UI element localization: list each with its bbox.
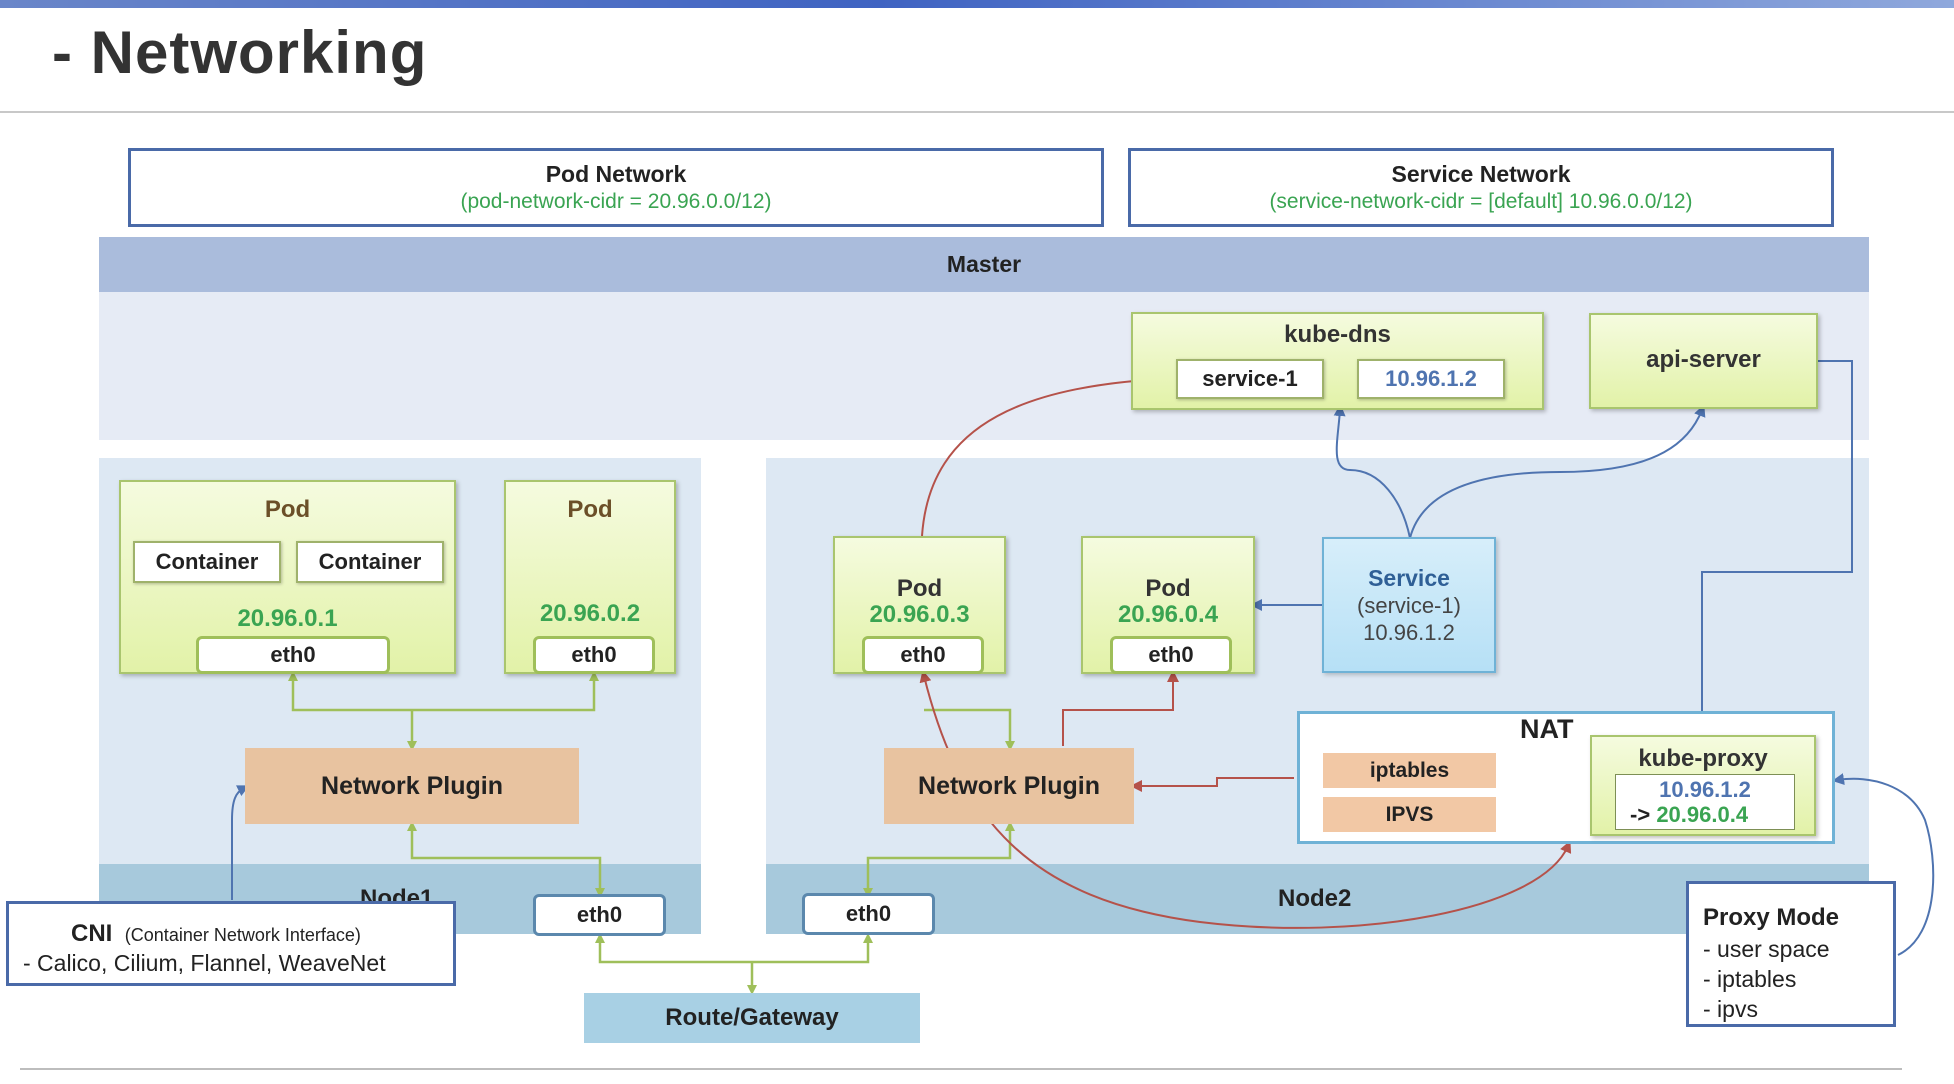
kube-proxy-rule-target-line: -> 20.96.0.4 — [1616, 802, 1794, 827]
api-to-kube-proxy-link — [1696, 360, 1853, 738]
pod-network-cidr: (pod-network-cidr = 20.96.0.0/12) — [460, 190, 772, 213]
cni-callout: CNI (Container Network Interface) - Cali… — [6, 901, 456, 986]
cni-desc: (Container Network Interface) — [124, 925, 361, 945]
service-network-box: Service Network (service-network-cidr = … — [1128, 148, 1834, 227]
proxy-mode-title: Proxy Mode — [1703, 904, 1840, 931]
node1-pod-a-eth0: eth0 — [196, 636, 390, 674]
service-to-api-link — [1409, 404, 1706, 539]
proxy-mode-item: - user space — [1703, 936, 1830, 962]
kube-proxy-rule-ip: 10.96.1.2 — [1659, 777, 1751, 802]
node2-pod-c-ip: 20.96.0.3 — [869, 601, 970, 628]
route-gateway: Route/Gateway — [584, 993, 920, 1043]
proxy-mode-list: - user space - iptables - ipvs — [1703, 934, 1830, 1024]
proxy-mode-link — [1832, 773, 1935, 956]
node1-pod-a-title: Pod — [264, 496, 311, 523]
node1-plugin-eth-link — [407, 821, 605, 898]
kube-proxy-rule-arrow: -> — [1630, 802, 1651, 827]
pod-network-box: Pod Network (pod-network-cidr = 20.96.0.… — [128, 148, 1104, 227]
kube-proxy-rule: 10.96.1.2 -> 20.96.0.4 — [1615, 774, 1795, 830]
proxy-mode-callout: Proxy Mode - user space - iptables - ipv… — [1686, 881, 1896, 1027]
bottom-divider — [20, 1068, 1902, 1070]
node2-pod-c-title: Pod — [896, 575, 943, 602]
kube-dns-service-label: service-1 — [1176, 359, 1324, 399]
master-area — [99, 292, 1869, 440]
api-server-label: api-server — [1646, 346, 1761, 373]
node2-label: Node2 — [1278, 885, 1352, 912]
master-band: Master — [99, 237, 1869, 292]
nat-label: NAT — [1520, 714, 1574, 744]
node2-pod-c-eth0: eth0 — [862, 636, 984, 674]
node1-pod-b-ip: 20.96.0.2 — [539, 600, 641, 627]
kube-dns-title: kube-dns — [1284, 321, 1391, 348]
gateway-link — [595, 933, 873, 964]
service-name: (service-1) — [1357, 593, 1461, 618]
node2-network-plugin: Network Plugin — [884, 748, 1134, 824]
node1-pod-b-title: Pod — [567, 496, 613, 523]
plugin-to-pod-d-link — [1062, 670, 1179, 746]
node1-eth0: eth0 — [533, 894, 666, 936]
node1-pod-a-link — [288, 671, 599, 712]
node1-network-plugin: Network Plugin — [245, 748, 579, 824]
node2-pod-d-title: Pod — [1145, 575, 1191, 602]
node2-pod-c-link — [924, 708, 1015, 751]
proxy-mode-item: - iptables — [1703, 966, 1797, 992]
service-network-title: Service Network — [1391, 161, 1571, 187]
service-network-cidr: (service-network-cidr = [default] 10.96.… — [1269, 190, 1693, 213]
node2-pod-d-ip: 20.96.0.4 — [1117, 601, 1219, 628]
service-ip: 10.96.1.2 — [1363, 620, 1455, 645]
node1-pod-a-ip: 20.96.0.1 — [237, 605, 338, 632]
cni-title: CNI — [71, 920, 113, 947]
title-divider — [0, 111, 1954, 113]
node2-eth0: eth0 — [802, 893, 935, 935]
node2-pod-d-eth0: eth0 — [1110, 636, 1232, 674]
nat-iptables: iptables — [1323, 753, 1496, 788]
node1-container-1: Container — [133, 541, 281, 583]
kube-proxy-rule-target: 20.96.0.4 — [1656, 802, 1749, 827]
cni-to-plugin-link — [231, 785, 250, 900]
nat-ipvs: IPVS — [1323, 797, 1496, 832]
dns-lookup-link — [921, 372, 1182, 537]
proxy-mode-item: - ipvs — [1703, 996, 1758, 1022]
top-accent-bar — [0, 0, 1954, 8]
service-to-dns-link — [1333, 404, 1411, 539]
kube-proxy-title: kube-proxy — [1638, 745, 1768, 772]
service-title: Service — [1368, 565, 1450, 591]
api-server-box: api-server — [1589, 313, 1818, 409]
kube-dns-ip: 10.96.1.2 — [1357, 359, 1505, 399]
cni-heading: CNI (Container Network Interface) — [71, 920, 361, 948]
node1-container-2: Container — [296, 541, 444, 583]
nat-to-plugin-link — [1130, 777, 1294, 792]
service-box: Service (service-1) 10.96.1.2 — [1322, 537, 1496, 673]
node1-pod-b-eth0: eth0 — [533, 636, 655, 674]
page-title: - Networking — [52, 19, 428, 86]
node2-plugin-eth-link — [863, 821, 1015, 898]
cni-list: - Calico, Cilium, Flannel, WeaveNet — [23, 950, 386, 976]
pod-network-title: Pod Network — [545, 161, 687, 187]
